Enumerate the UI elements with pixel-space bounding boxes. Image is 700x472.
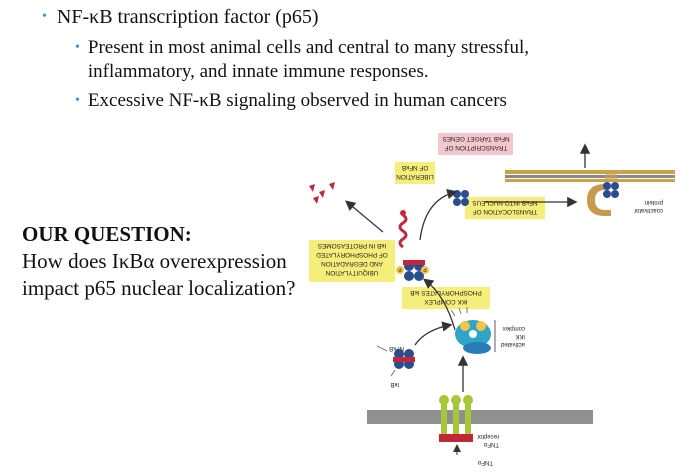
binding-arrow [414, 321, 453, 346]
bullet-dot-icon: • [75, 93, 80, 108]
tnf-receptors [439, 395, 473, 442]
ikb-pointer [390, 369, 396, 377]
receptor-label: TNFα receptor [477, 433, 499, 447]
svg-text:UBIQUITYLATION: UBIQUITYLATION [325, 269, 378, 276]
svg-text:protein: protein [645, 199, 663, 205]
question-block: OUR QUESTION: How does IκBα overexpressi… [22, 221, 295, 302]
nfkb-bound-dna [603, 182, 619, 198]
svg-text:PHOSPHORYLATES IκB: PHOSPHORYLATES IκB [410, 289, 482, 296]
cell-membrane [367, 410, 593, 424]
tnf-label: TNFα [477, 459, 493, 465]
phosphorylation-arrow [422, 278, 456, 331]
bullet-dot-icon: • [75, 40, 80, 55]
svg-text:NFκB TARGET GENES: NFκB TARGET GENES [442, 135, 509, 142]
nfkb-label: NFκB [389, 345, 404, 351]
svg-text:receptor: receptor [477, 433, 499, 439]
svg-text:OF NFκB: OF NFκB [402, 164, 429, 171]
nemo-label: NEMO [453, 356, 470, 362]
svg-text:IκB IN PROTEASOMES: IκB IN PROTEASOMES [318, 242, 387, 249]
svg-text:complex: complex [503, 325, 525, 331]
phosphate-icon: P [423, 266, 427, 272]
svg-text:AND DEGRADATION: AND DEGRADATION [321, 260, 383, 267]
translocation-label: TRANSLOCATION OF NFκB INTO NUCLEUS [465, 197, 545, 219]
phosphate-icon: P [398, 266, 402, 272]
question-line-1: How does IκBα overexpression [22, 249, 287, 273]
nfkb-pathway-figure: TRANSCRIPTION OF NFκB TARGET GENES LIBER… [285, 120, 685, 467]
bullet-sub-2: • Excessive NF-κB signaling observed in … [75, 89, 507, 113]
svg-text:IKK COMPLEX: IKK COMPLEX [424, 298, 468, 305]
svg-text:coactivator: coactivator [634, 207, 663, 213]
svg-text:IKK: IKK [515, 333, 525, 339]
bullet-text: Excessive NF-κB signaling observed in hu… [87, 90, 507, 111]
question-title: OUR QUESTION: [22, 222, 192, 246]
bullet-sub-1: • Present in most animal cells and centr… [75, 36, 635, 84]
coactivator-label: coactivator protein [634, 199, 663, 213]
svg-text:TRANSLOCATION OF: TRANSLOCATION OF [473, 208, 538, 215]
ikk-label: IKK COMPLEX PHOSPHORYLATES IκB [402, 287, 490, 309]
transcription-label: TRANSCRIPTION OF NFκB TARGET GENES [438, 133, 513, 155]
liberation-label: LIBERATION OF NFκB [395, 162, 435, 184]
bullet-main: • NF-κB transcription factor (p65) [42, 4, 319, 30]
ikk-complex [450, 307, 491, 354]
svg-text:LIBERATION: LIBERATION [396, 173, 434, 180]
pathway-diagram: TRANSCRIPTION OF NFκB TARGET GENES LIBER… [309, 133, 675, 465]
ubiquitylation-label: UBIQUITYLATION AND DEGRADATION OF PHOSPH… [309, 240, 395, 282]
svg-text:OF PHOSPHORYLATED: OF PHOSPHORYLATED [316, 251, 388, 258]
degraded-ikb-fragments [309, 182, 335, 204]
question-line-2: impact p65 nuclear localization? [22, 276, 296, 300]
dna-strand [505, 170, 675, 182]
svg-text:TNFα: TNFα [483, 441, 499, 447]
svg-text:TRANSCRIPTION OF: TRANSCRIPTION OF [444, 144, 507, 151]
ikb-nfkb-complex [393, 349, 415, 369]
bullet-dot-icon: • [42, 9, 47, 24]
bullet-text: Present in most animal cells and central… [87, 37, 530, 82]
nfkb-pointer [376, 345, 388, 352]
degradation-arrow [345, 200, 384, 233]
bullet-text: NF-κB transcription factor (p65) [56, 6, 319, 28]
activated-ikk-label: activated IKK complex [501, 325, 525, 347]
coactivator-shape [587, 184, 611, 216]
ubiquitylated-complex [396, 210, 429, 281]
liberation-arrow [419, 188, 458, 241]
svg-text:activated: activated [501, 341, 525, 347]
ikb-label: IκB [390, 381, 399, 387]
